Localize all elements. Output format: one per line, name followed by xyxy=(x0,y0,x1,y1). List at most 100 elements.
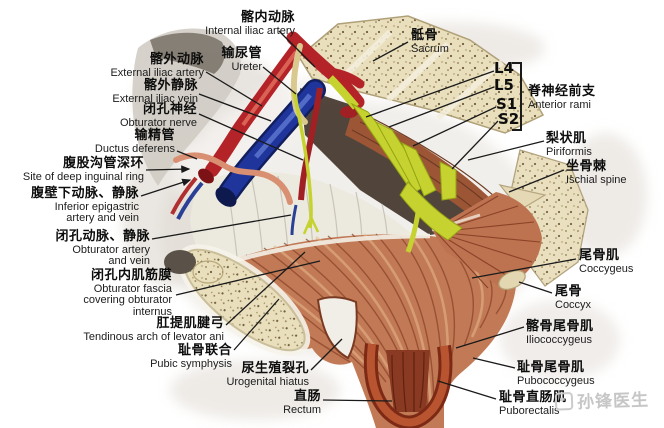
label-pubic-symphysis: 耻骨联合 Pubic symphysis xyxy=(150,343,232,370)
label-zh: 耻骨联合 xyxy=(177,343,232,358)
label-en: Obturator artery and vein xyxy=(72,243,150,268)
label-en: Ischial spine xyxy=(566,173,627,186)
leader-inferior-epigastric xyxy=(140,178,192,197)
label-deep-inguinal-ring: 腹股沟管深环 Site of deep inguinal ring xyxy=(22,156,144,183)
rectum-tube xyxy=(363,343,453,428)
label-obturator-artery-vein: 闭孔动脉、静脉 Obturator artery and vein xyxy=(55,229,150,268)
leader-obturator-nerve xyxy=(198,113,304,161)
label-en: Obturator nerve xyxy=(119,116,197,129)
label-pubococcygeus: 耻骨尾骨肌 Pubococcygeus xyxy=(517,360,595,387)
label-zh: 输精管 xyxy=(134,128,175,143)
spine-levels-bracket xyxy=(512,62,522,131)
label-zh: 梨状肌 xyxy=(546,131,587,146)
label-en: Rectum xyxy=(283,403,321,416)
label-zh: 髂外动脉 xyxy=(149,52,204,67)
label-en: Anterior rami xyxy=(528,98,591,111)
label-en: Internal iliac artery xyxy=(205,24,295,37)
label-zh: 髂骨尾骨肌 xyxy=(526,319,594,334)
leader-deep-inguinal-ring xyxy=(145,165,191,174)
label-obturator-nerve: 闭孔神经 Obturator nerve xyxy=(119,102,197,129)
leader-iliococcygeus xyxy=(455,326,525,349)
leader-external-iliac-artery xyxy=(205,71,263,107)
label-external-iliac-artery: 髂外动脉 External iliac artery xyxy=(110,52,204,79)
label-zh: 耻骨直肠肌 xyxy=(499,390,567,405)
label-coccyx: 尾骨 Coccyx xyxy=(555,284,592,311)
label-zh: 髂内动脉 xyxy=(240,10,295,25)
spine-level-s1: S1 xyxy=(496,95,518,113)
label-en: Coccyx xyxy=(555,298,592,311)
leader-ischial-spine xyxy=(508,169,565,193)
label-zh: 肛提肌腱弓 xyxy=(156,316,224,331)
leader-sacrum xyxy=(372,41,409,62)
obturator-nerve-line xyxy=(292,91,320,235)
label-puborectalis: 耻骨直肠肌 Puborectalis xyxy=(499,390,567,417)
external-iliac-artery-vessel xyxy=(198,41,305,184)
label-en: Ductus deferens xyxy=(94,142,175,155)
label-en: Tendinous arch of levator ani xyxy=(83,330,224,343)
spine-level-l4: L4 xyxy=(494,59,514,77)
label-zh: 尿生殖裂孔 xyxy=(241,361,309,376)
label-zh: 耻骨尾骨肌 xyxy=(517,360,585,375)
label-rectum: 直肠 Rectum xyxy=(283,389,321,416)
leader-pubic-symphysis xyxy=(233,298,280,351)
label-en: Site of deep inguinal ring xyxy=(22,170,144,183)
label-anterior-rami: 脊神经前支 Anterior rami xyxy=(528,84,596,111)
label-zh: 脊神经前支 xyxy=(528,84,596,99)
label-en: Coccygeus xyxy=(579,262,634,275)
leader-coccygeus xyxy=(471,258,577,279)
inferior-epigastric-vessels xyxy=(170,176,204,220)
leader-puborectalis xyxy=(437,380,497,400)
label-sacrum: 骶骨 Sacrum xyxy=(411,28,449,55)
label-ischial-spine: 坐骨棘 Ischial spine xyxy=(566,159,627,186)
label-zh: 闭孔内肌筋膜 xyxy=(90,268,172,283)
leader-ureter xyxy=(262,66,297,95)
label-zh: 直肠 xyxy=(293,389,321,404)
watermark-logo-icon xyxy=(554,391,574,411)
leader-pubococcygeus xyxy=(472,357,516,369)
label-obturator-fascia: 闭孔内肌筋膜 Obturator fascia covering obturat… xyxy=(76,268,172,319)
label-en: Pubococcygeus xyxy=(517,374,595,387)
leader-urogenital-hiatus xyxy=(310,338,343,371)
leader-s1 xyxy=(412,106,497,147)
label-en: Puborectalis xyxy=(499,404,560,417)
label-ductus-deferens: 输精管 Ductus deferens xyxy=(94,128,175,155)
label-en: Urogenital hiatus xyxy=(226,375,309,388)
label-internal-iliac-artery: 髂内动脉 Internal iliac artery xyxy=(205,10,295,37)
label-en: Inferior epigastric artery and vein xyxy=(54,200,139,225)
label-zh: 坐骨棘 xyxy=(566,159,607,174)
label-en: External iliac artery xyxy=(110,66,204,79)
ductus-deferens-tube xyxy=(173,152,293,205)
label-zh: 闭孔神经 xyxy=(142,102,197,117)
leader-ductus-deferens xyxy=(176,150,198,160)
label-zh: 腹壁下动脉、静脉 xyxy=(30,186,139,201)
abdominal-wall xyxy=(132,28,242,187)
watermark: 孙锋医生 xyxy=(554,385,650,413)
label-en: Ureter xyxy=(231,60,262,73)
label-external-iliac-vein: 髂外静脉 External iliac vein xyxy=(112,78,198,105)
label-en: Obturator fascia covering obturator inte… xyxy=(83,282,172,319)
label-zh: 髂外静脉 xyxy=(143,78,198,93)
label-zh: 闭孔动脉、静脉 xyxy=(55,229,150,244)
spine-level-s2: S2 xyxy=(498,110,520,128)
label-en: Piriformis xyxy=(546,145,592,158)
spine-level-l5: L5 xyxy=(494,76,514,94)
label-zh: 骶骨 xyxy=(411,28,439,43)
leader-obturator-fascia xyxy=(175,260,321,296)
label-zh: 腹股沟管深环 xyxy=(62,156,144,171)
label-iliococcygeus: 髂骨尾骨肌 Iliococcygeus xyxy=(526,319,594,346)
label-inferior-epigastric: 腹壁下动脉、静脉 Inferior epigastric artery and … xyxy=(30,186,139,225)
watermark-text: 孙锋医生 xyxy=(576,390,650,413)
label-zh: 尾骨肌 xyxy=(579,248,620,263)
label-tendinous-arch: 肛提肌腱弓 Tendinous arch of levator ani xyxy=(83,316,224,343)
coccyx-bone xyxy=(498,270,526,290)
sacral-nerve-roots xyxy=(327,75,463,253)
leader-piriformis xyxy=(467,140,545,161)
leader-l4 xyxy=(365,70,495,118)
leader-rectum xyxy=(322,399,393,402)
leader-lines xyxy=(140,30,577,402)
leader-obturator-artery-vein xyxy=(151,214,292,240)
pubic-bone xyxy=(164,244,311,356)
leader-s2 xyxy=(451,120,499,170)
leader-coccyx xyxy=(518,281,553,294)
